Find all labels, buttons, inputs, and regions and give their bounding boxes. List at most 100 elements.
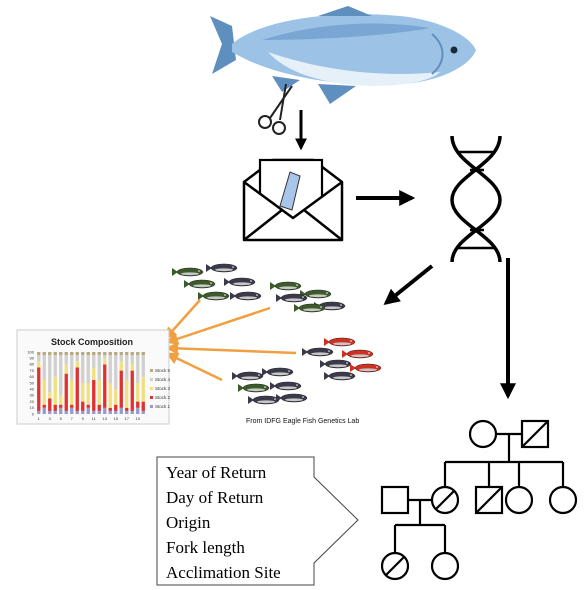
chart-bar-segment (81, 355, 85, 383)
chart-bar-segment (125, 355, 129, 380)
chart-bar-segment (64, 352, 68, 356)
pedigree-mother-circle (468, 419, 498, 449)
chart-y-tick-label: 60 (30, 374, 35, 379)
chart-bar-segment (48, 392, 52, 399)
small-fish-icon (224, 277, 256, 287)
chart-bar-segment (37, 361, 41, 368)
chart-legend-label: Stock 5 (155, 368, 171, 373)
chart-bar-segment (59, 355, 63, 396)
chart-bar-segment (59, 407, 63, 414)
chart-bar-segment (119, 352, 123, 356)
chart-bar-segment (103, 364, 107, 408)
chart-bar-segment (108, 407, 112, 411)
chart-legend-label: Stock 3 (155, 386, 171, 391)
chart-y-tick-label: 90 (30, 356, 35, 361)
small-fish-icon (342, 349, 374, 359)
attribute-box: Year of Return Day of Return Origin Fork… (156, 456, 359, 586)
chart-bar-segment (114, 410, 118, 414)
chart-title: Stock Composition (51, 337, 133, 347)
pedigree-female-circle (504, 485, 534, 515)
small-fish-icon (184, 279, 216, 289)
chart-bar-segment (70, 379, 74, 405)
chart-bar-segment (108, 383, 112, 408)
attribute-year-of-return: Year of Return (166, 463, 267, 482)
chart-bar-segment (125, 352, 129, 356)
chart-bar-segment (130, 355, 134, 365)
chart-y-tick-label: 100 (27, 349, 34, 354)
chart-bar-segment (97, 404, 101, 411)
chart-bar-segment (136, 383, 140, 402)
pedigree-male-square (380, 485, 410, 515)
chart-bar-segment (42, 355, 46, 380)
chart-bar-segment (42, 379, 46, 405)
dna-icon (450, 135, 502, 263)
chart-bar-segment (53, 404, 57, 411)
chart-y-tick-label: 80 (30, 362, 35, 367)
chart-bar-segment (70, 355, 74, 380)
chart-legend-label: Stock 1 (155, 404, 171, 409)
chart-bar-segment (119, 355, 123, 362)
small-fish-icon (276, 393, 308, 403)
chart-bar-segment (97, 410, 101, 414)
chart-bar-segment (92, 352, 96, 356)
chart-bar-segment (64, 410, 68, 414)
chart-y-tick-label: 30 (30, 393, 35, 398)
chart-bar-segment (75, 410, 79, 414)
chart-bar-segment (92, 355, 96, 368)
small-fish-icon (270, 381, 302, 391)
chart-bar-segment (86, 404, 90, 408)
chart-x-tick-label: 5 (60, 416, 63, 421)
chart-bar-segment (37, 352, 41, 356)
chart-bar-segment (86, 355, 90, 383)
chart-legend-swatch (150, 369, 153, 372)
chart-legend-swatch (150, 387, 153, 390)
chart-bar-segment (125, 379, 129, 408)
chart-y-tick-label: 70 (30, 368, 35, 373)
chart-bar-segment (81, 401, 85, 411)
chart-bar-segment (97, 352, 101, 356)
chart-bar-segment (59, 395, 63, 405)
chart-bar-segment (53, 376, 57, 405)
chart-bar-segment (86, 352, 90, 356)
chart-x-tick-label: 15 (114, 416, 119, 421)
chart-bar-segment (64, 373, 68, 411)
chart-bar-segment (37, 410, 41, 414)
small-fish-icon (248, 395, 280, 405)
small-fish-icon (230, 291, 262, 301)
chart-bar-segment (130, 410, 134, 414)
chart-bar-segment (108, 410, 112, 414)
small-fish-icon (270, 281, 302, 291)
chart-bar-segment (141, 410, 145, 414)
chart-bar-segment (75, 352, 79, 356)
chart-bar-segment (42, 407, 46, 414)
chart-bar-segment (103, 352, 107, 356)
pedigree-female-circle-2 (548, 485, 578, 515)
credit-text: From IDFG Eagle Fish Genetics Lab (246, 418, 359, 425)
chart-x-tick-label: 3 (49, 416, 52, 421)
chart-bar-segment (119, 370, 123, 408)
chart-legend-swatch (150, 405, 153, 408)
chart-bar-segment (75, 355, 79, 362)
chart-bar-segment (75, 367, 79, 411)
chart-y-tick-label: 40 (30, 387, 35, 392)
chart-bar-segment (48, 352, 52, 356)
stock-composition-chart: Stock Composition 1009080706050403020100… (16, 329, 171, 425)
chart-bar-segment (125, 407, 129, 411)
chart-legend-label: Stock 2 (155, 395, 171, 400)
chart-bar-segment (75, 361, 79, 368)
chart-bar-segment (42, 404, 46, 408)
envelope-icon (242, 158, 344, 242)
small-fish-icon (238, 383, 270, 393)
salmon-icon (210, 6, 476, 104)
small-fish-icon (324, 371, 356, 381)
chart-bar-segment (130, 364, 134, 371)
chart-bar-segment (48, 398, 52, 411)
chart-bar-segment (108, 352, 112, 356)
small-fish-icon (350, 363, 382, 373)
attribute-fork-length: Fork length (166, 538, 245, 557)
chart-bar-segment (97, 355, 101, 380)
chart-bar-segment (70, 407, 74, 414)
